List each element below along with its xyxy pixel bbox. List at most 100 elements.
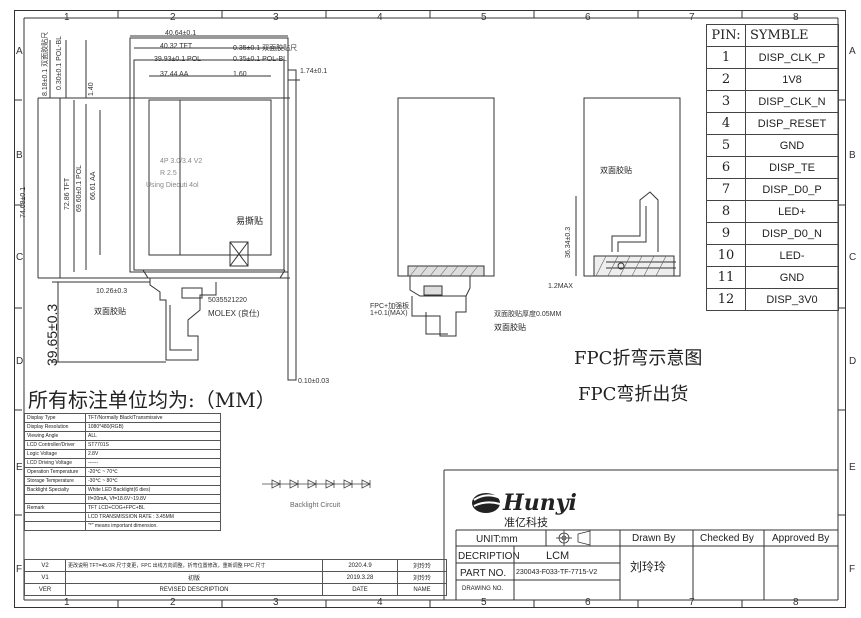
dim-fold-height: 36.34±0.3: [565, 226, 572, 258]
col-8-bottom: 8: [793, 597, 799, 608]
pin-name: DISP_CLK_N: [745, 90, 839, 113]
dim-width-overall: 40.64±0.1: [165, 30, 197, 37]
easy-tear-label: 易撕贴: [236, 217, 264, 227]
col-4-bottom: 4: [377, 597, 383, 608]
rev-date: 2019.3.28: [322, 571, 398, 584]
hunyi-logo-icon: [472, 493, 501, 513]
spec-value: -30℃ ~ 80℃: [85, 476, 221, 486]
pin-num: 5: [706, 134, 746, 157]
pin-header-symbol: SYMBLE: [745, 24, 839, 47]
row-b-right: B: [849, 150, 856, 161]
revision-table: V2 更改说明 TFT=45.0R 尺寸变更，FPC 出线方向调整，折弯位置修改…: [24, 559, 447, 596]
pin-name: DISP_CLK_P: [745, 46, 839, 69]
revision-header: VER REVISED DESCRIPTION DATE NAME: [24, 583, 447, 596]
spec-key: Viewing Angle: [24, 431, 86, 441]
pin-name: DISP_D0_N: [745, 222, 839, 245]
spec-value: 1080*480(RGB): [85, 422, 221, 432]
rev-ver: V1: [24, 571, 66, 584]
row-c-right: C: [849, 252, 857, 263]
spec-key: [24, 494, 86, 504]
spec-key: Logic Voltage: [24, 449, 86, 459]
pin-num: 1: [706, 46, 746, 69]
dim-thickness: 1.74±0.1: [300, 68, 328, 75]
spec-value: TFT/Normally Black/Transmissive: [85, 413, 221, 423]
pin-num: 11: [706, 266, 746, 289]
panel-note-2: R 2.5: [160, 170, 177, 177]
spec-row: Operation Temperature-20℃ ~ 70℃: [24, 467, 221, 477]
rev-ver: V2: [24, 559, 66, 572]
units-note: 所有标注单位均为:（MM）: [28, 388, 276, 412]
row-d-right: D: [849, 356, 857, 367]
projection-symbol-icon: [556, 530, 591, 546]
fold-diagram-title: FPC折弯示意图: [574, 348, 703, 369]
pin-name: GND: [745, 134, 839, 157]
dim-offset-140: 1.40: [88, 82, 95, 96]
spec-value: ------: [85, 458, 221, 468]
pin-table-header: PIN: SYMBLE: [706, 24, 839, 47]
row-f: F: [16, 564, 23, 575]
tape-thickness-note: 双面胶贴厚度0.05MM: [494, 311, 562, 318]
dim-pol-bl-offset: 0.35±0.1 POL-BL: [233, 56, 288, 63]
pin-header-num: PIN:: [706, 24, 746, 47]
spec-row: If=20mA, Vf=18.6V~19.8V: [24, 494, 221, 504]
spec-key: Backlight Specialty: [24, 485, 86, 495]
dim-thickness-tol: 0.10±0.03: [298, 378, 330, 385]
dim-tape-top: 8.18±0.1 双面胶贴尺: [42, 31, 49, 96]
rev-header-date: DATE: [322, 583, 398, 596]
revision-row: V1 初版 2019.3.28 刘玲玲: [24, 571, 447, 584]
revision-row: V2 更改说明 TFT=45.0R 尺寸变更，FPC 出线方向调整，折弯位置修改…: [24, 559, 447, 572]
row-e-right: E: [849, 462, 856, 473]
dim-tape-offset: 0.35±0.1 双面胶贴尺: [233, 45, 298, 52]
spec-key: Display Resolution: [24, 422, 86, 432]
pin-num: 12: [706, 288, 746, 311]
pin-name: GND: [745, 266, 839, 289]
dim-height-aa: 66.61 AA: [90, 171, 97, 200]
dim-fpc-height: 39.65±0.3: [44, 303, 60, 366]
rev-name: 刘玲玲: [397, 571, 447, 584]
pin-num: 8: [706, 200, 746, 223]
pin-num: 7: [706, 178, 746, 201]
col-6-bottom: 6: [585, 597, 591, 608]
spec-value: White LED Backlight(6 dies): [85, 485, 221, 495]
spec-row: Storage Temperature-30℃ ~ 80℃: [24, 476, 221, 486]
panel-note-3: Using Diecuti 4ol: [146, 182, 199, 189]
pin-num: 3: [706, 90, 746, 113]
dim-offset-160: 1.60: [233, 71, 247, 78]
backlight-circuit-label: Backlight Circuit: [290, 502, 341, 509]
col-7-bottom: 7: [689, 597, 695, 608]
row-e: E: [16, 462, 23, 473]
checked-by-label: Checked By: [700, 533, 754, 544]
fold-shipping-title: FPC弯折出货: [578, 384, 689, 405]
row-a: A: [16, 46, 23, 57]
part-no-value: 230043-F033-TF-7715-V2: [516, 569, 598, 576]
spec-value: TFT LCD+COG+FPC+BL: [85, 503, 221, 513]
spec-key: Display Type: [24, 413, 86, 423]
rev-desc: 更改说明 TFT=45.0R 尺寸变更，FPC 出线方向调整，折弯位置修改，重新…: [65, 559, 323, 572]
spec-row: LCD TRANSMISSION RATE : 3.45MM: [24, 512, 221, 522]
pin-name: 1V8: [745, 68, 839, 91]
col-5-bottom: 5: [481, 597, 487, 608]
dim-fold-max: 1.2MAX: [548, 283, 573, 290]
dim-pol-bl-top: 0.30±0.1 POL-BL: [56, 35, 63, 90]
pin-name: DISP_RESET: [745, 112, 839, 135]
pin-num: 6: [706, 156, 746, 179]
spec-value: "*" means important dimension.: [85, 521, 221, 531]
pin-num: 4: [706, 112, 746, 135]
spec-value: ALL: [85, 431, 221, 441]
company-logo-text: Hunyi: [503, 490, 577, 516]
drawing-no-label: DRAWING NO.: [462, 586, 504, 592]
drawn-by-signature: 刘玲玲: [630, 560, 667, 574]
col-2-bottom: 2: [170, 597, 176, 608]
